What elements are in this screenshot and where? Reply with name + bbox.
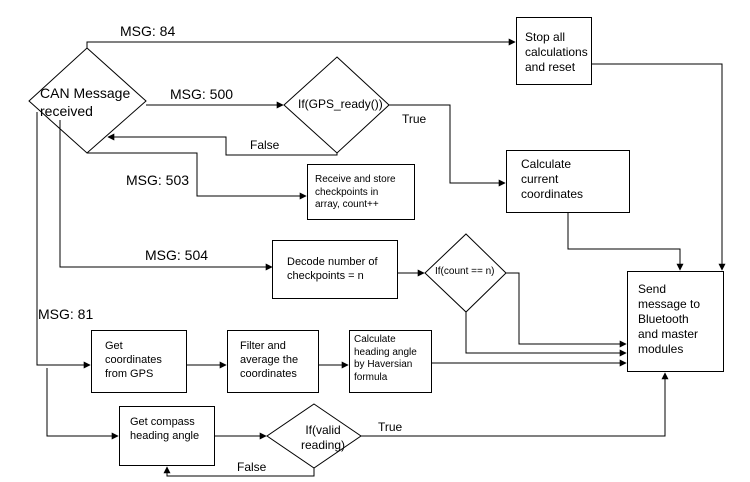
can-message-label: CAN Message received (40, 85, 131, 119)
filter-average-label: Filter and average the coordinates (240, 340, 299, 380)
store-checkpoints-label: Receive and store checkpoints in array, … (315, 174, 396, 210)
gps-ready-label: If(GPS_ready()) (298, 97, 383, 111)
edge-msg84 (86, 38, 516, 48)
valid-reading-label: If(valid reading) (300, 423, 346, 452)
edge-msg81 (36, 112, 91, 369)
edge-valid-false (163, 466, 315, 477)
edge-to-compass (46, 368, 119, 440)
edge-stop-to-send (592, 63, 726, 271)
calculate-coordinates-label: Calculate current coordinates (521, 157, 584, 201)
compass-heading-box: Get compass heading angle (119, 406, 215, 466)
gps-false-label: False (250, 138, 280, 152)
edge-count-right (506, 272, 627, 348)
gps-true-label: True (402, 112, 427, 126)
send-message-box: Send message to Bluetooth and master mod… (627, 271, 724, 372)
valid-false-label: False (237, 460, 267, 474)
edge-gps-false (107, 133, 338, 156)
msg504-label: MSG: 504 (145, 247, 209, 263)
count-check-label: If(count == n) (435, 266, 495, 277)
get-gps-label: Get coordinates from GPS (105, 340, 162, 380)
heading-angle-label: Calculate heading angle by Haversian for… (354, 334, 417, 383)
edge-msg504 (59, 120, 273, 271)
filter-average-box: Filter and average the coordinates (227, 330, 319, 393)
calculate-coordinates-box: Calculate current coordinates (506, 150, 630, 213)
store-checkpoints-box: Receive and store checkpoints in array, … (307, 164, 415, 220)
edge-calc-to-send (567, 213, 684, 271)
edge-valid-true (361, 372, 669, 437)
get-gps-box: Get coordinates from GPS (91, 330, 187, 393)
decode-checkpoints-box: Decode number of checkpoints = n (272, 240, 398, 299)
edge-gps-true (389, 104, 506, 187)
send-message-label: Send message to Bluetooth and master mod… (638, 282, 701, 356)
heading-angle-box: Calculate heading angle by Haversian for… (349, 330, 432, 393)
msg81-label: MSG: 81 (38, 306, 94, 322)
msg500-label: MSG: 500 (170, 86, 234, 102)
edge-count-bottom (465, 312, 627, 357)
decode-checkpoints-label: Decode number of checkpoints = n (287, 256, 378, 282)
stop-reset-label: Stop all calculations and reset (525, 30, 588, 74)
compass-heading-label: Get compass heading angle (130, 416, 200, 442)
msg503-label: MSG: 503 (126, 172, 190, 188)
stop-reset-box: Stop all calculations and reset (516, 17, 592, 85)
msg84-label: MSG: 84 (120, 23, 176, 39)
edge-msg503 (87, 152, 307, 200)
valid-true-label: True (378, 420, 403, 434)
